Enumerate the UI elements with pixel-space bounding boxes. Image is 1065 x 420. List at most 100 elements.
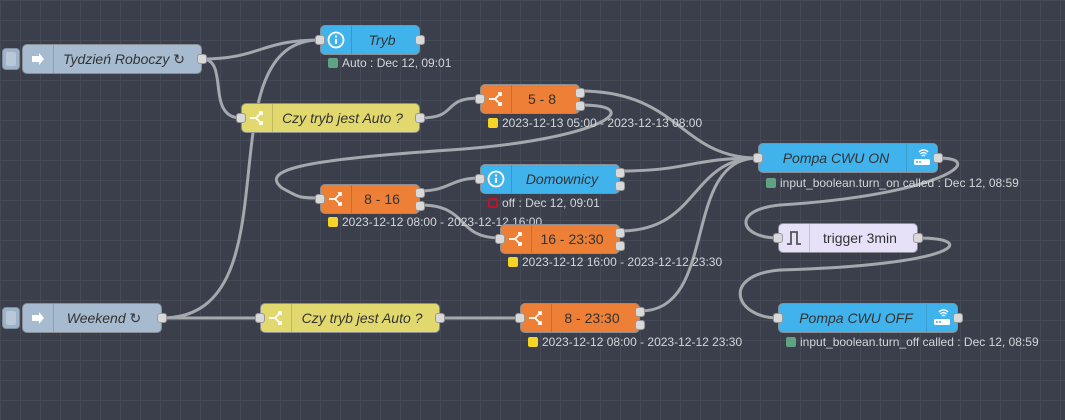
switch-icon [242, 104, 273, 132]
router-icon [926, 304, 957, 332]
output-port[interactable] [615, 168, 625, 178]
node-tryb[interactable]: Tryb [315, 25, 425, 55]
node-pompa-cwu-on[interactable]: Pompa CWU ON [753, 143, 943, 173]
input-port[interactable] [315, 35, 325, 45]
wire-domownicy-pompa-on [618, 156, 760, 173]
switch-node-czy-tryb-2[interactable]: Czy tryb jest Auto ? [255, 303, 445, 333]
input-port[interactable] [773, 313, 783, 323]
wire-trigger-pompa-off [738, 236, 952, 320]
wire-weekend-tryb [160, 38, 322, 320]
node-label: trigger 3min [823, 230, 897, 246]
status-text: 2023-12-13 05:00 - 2023-12-13 08:00 [502, 116, 703, 130]
switch-node-8-2330[interactable]: 8 - 23:30 [515, 303, 645, 333]
node-label: Pompa CWU OFF [799, 310, 913, 326]
input-port[interactable] [255, 313, 265, 323]
inject-trigger-button[interactable] [2, 307, 20, 329]
input-port[interactable] [236, 113, 246, 123]
status-text: input_boolean.turn_on called : Dec 12, 0… [780, 176, 1019, 190]
trigger-node[interactable]: trigger 3min [773, 223, 923, 253]
output-port[interactable] [197, 54, 207, 64]
trigger-pulse-icon [779, 224, 810, 252]
output-port[interactable] [635, 320, 645, 330]
wire-pompa-on-trigger [744, 156, 960, 240]
node-label: Tryb [368, 32, 396, 48]
output-port[interactable] [575, 101, 585, 111]
wire-8-2330-pompa-on [638, 156, 760, 313]
inject-node-weekend[interactable]: Weekend ↻ [22, 303, 167, 333]
output-port[interactable] [913, 233, 923, 243]
node-domownicy[interactable]: Domownicy [475, 164, 625, 194]
inject-trigger-button[interactable] [2, 48, 20, 70]
output-port[interactable] [415, 113, 425, 123]
node-status-tryb: Auto : Dec 12, 09:01 [328, 56, 451, 70]
status-text: off : Dec 12, 09:01 [502, 196, 600, 210]
output-port[interactable] [415, 35, 425, 45]
node-status-domownicy: off : Dec 12, 09:01 [488, 196, 600, 210]
switch-icon [261, 304, 292, 332]
status-text: Auto : Dec 12, 09:01 [342, 56, 452, 70]
router-icon [906, 144, 937, 172]
node-label: 8 - 23:30 [564, 310, 620, 326]
status-yellow-dot [328, 217, 338, 227]
output-port[interactable] [615, 241, 625, 251]
input-port[interactable] [475, 94, 485, 104]
switch-node-czy-tryb-1[interactable]: Czy tryb jest Auto ? [236, 103, 425, 133]
output-port[interactable] [157, 313, 167, 323]
node-label: Weekend ↻ [66, 309, 142, 326]
output-port[interactable] [415, 201, 425, 211]
info-icon [481, 165, 512, 193]
output-port[interactable] [635, 307, 645, 317]
input-port[interactable] [753, 153, 763, 163]
node-label: Tydzień Roboczy ↻ [63, 50, 185, 67]
output-port[interactable] [435, 313, 445, 323]
input-port[interactable] [315, 194, 325, 204]
wire-16-2330-pompa-on [618, 156, 760, 233]
node-status-pompa-on: input_boolean.turn_on called : Dec 12, 0… [766, 176, 1019, 190]
wire-tydzien-czy-tryb-1 [200, 57, 243, 120]
node-label: 8 - 16 [364, 191, 400, 207]
status-text: 2023-12-12 16:00 - 2023-12-12 23:30 [522, 255, 723, 269]
inject-node-tydzien[interactable]: Tydzień Roboczy ↻ [22, 44, 207, 74]
output-port[interactable] [953, 313, 963, 323]
node-status-16-2330: 2023-12-12 16:00 - 2023-12-12 23:30 [508, 255, 722, 269]
input-port[interactable] [495, 234, 505, 244]
wire-5-8-pompa-on [578, 89, 760, 160]
node-status-5-8: 2023-12-13 05:00 - 2023-12-13 08:00 [488, 116, 702, 130]
switch-icon [481, 85, 512, 113]
output-port[interactable] [415, 188, 425, 198]
status-text: input_boolean.turn_off called : Dec 12, … [800, 335, 1039, 349]
status-red-ring [488, 198, 498, 208]
node-label: Czy tryb jest Auto ? [301, 310, 423, 326]
node-pompa-cwu-off[interactable]: Pompa CWU OFF [773, 303, 963, 333]
input-port[interactable] [773, 233, 783, 243]
input-port[interactable] [475, 174, 485, 184]
switch-icon [321, 185, 352, 213]
input-port[interactable] [515, 313, 525, 323]
switch-node-16-2330[interactable]: 16 - 23:30 [495, 224, 625, 254]
output-port[interactable] [575, 88, 585, 98]
status-green-dot [786, 337, 796, 347]
inject-arrow-icon [23, 45, 54, 73]
status-text: 2023-12-12 08:00 - 2023-12-12 23:30 [542, 335, 743, 349]
wire-8-16-16-2330 [418, 203, 502, 240]
output-port[interactable] [933, 153, 943, 163]
status-text: 2023-12-12 08:00 - 2023-12-12 16:00 [342, 215, 543, 229]
node-status-8-16: 2023-12-12 08:00 - 2023-12-12 16:00 [328, 215, 542, 229]
status-yellow-dot [488, 118, 498, 128]
output-port[interactable] [615, 181, 625, 191]
status-green-dot [766, 178, 776, 188]
output-port[interactable] [615, 228, 625, 238]
wire-8-16-domownicy [418, 176, 482, 193]
status-yellow-dot [508, 257, 518, 267]
switch-icon [501, 225, 532, 253]
node-label: 5 - 8 [527, 91, 556, 107]
status-yellow-dot [528, 337, 538, 347]
node-label: Czy tryb jest Auto ? [282, 110, 403, 126]
switch-node-5-8[interactable]: 5 - 8 [475, 84, 585, 114]
node-status-8-2330: 2023-12-12 08:00 - 2023-12-12 23:30 [528, 335, 742, 349]
node-label: 16 - 23:30 [540, 231, 604, 247]
wire-czy1-5-8 [418, 96, 482, 120]
switch-node-8-16[interactable]: 8 - 16 [315, 184, 425, 214]
wire-tydzien-tryb [200, 38, 322, 61]
